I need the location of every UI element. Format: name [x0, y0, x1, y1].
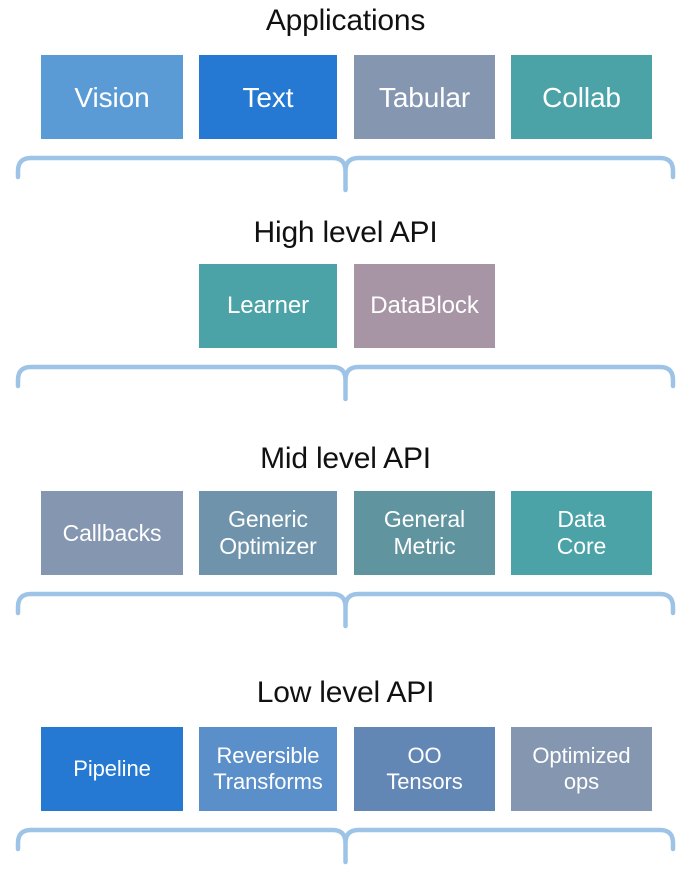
brace-path: [15, 155, 676, 193]
brace-path: [15, 827, 676, 865]
layer-title-applications: Applications: [265, 4, 426, 37]
node-box-callbacks[interactable]: Callbacks: [41, 491, 183, 575]
node-box-datablock[interactable]: DataBlock: [354, 264, 495, 348]
layer-title-mid-level-api: Mid level API: [260, 442, 431, 475]
node-box-tabular[interactable]: Tabular: [354, 55, 495, 139]
brace-path: [15, 591, 676, 629]
node-box-general-metric[interactable]: General Metric: [354, 491, 495, 575]
group-brace-high-level-api: [0, 355, 691, 402]
node-box-oo-tensors[interactable]: OO Tensors: [354, 727, 495, 811]
node-box-generic-optimizer[interactable]: Generic Optimizer: [199, 491, 337, 575]
node-box-text[interactable]: Text: [199, 55, 337, 139]
node-box-data-core[interactable]: Data Core: [511, 491, 652, 575]
node-box-optimized-ops[interactable]: Optimized ops: [511, 727, 652, 811]
brace-path: [15, 364, 676, 402]
group-brace-applications: [0, 146, 691, 193]
layer-title-low-level-api: Low level API: [256, 676, 435, 709]
node-box-collab[interactable]: Collab: [511, 55, 652, 139]
node-box-vision[interactable]: Vision: [41, 55, 183, 139]
group-brace-mid-level-api: [0, 582, 691, 629]
node-box-pipeline[interactable]: Pipeline: [41, 727, 183, 811]
layer-title-high-level-api: High level API: [253, 216, 438, 249]
node-box-learner[interactable]: Learner: [199, 264, 337, 348]
node-box-reversible-transforms[interactable]: Reversible Transforms: [199, 727, 337, 811]
group-brace-low-level-api: [0, 818, 691, 865]
